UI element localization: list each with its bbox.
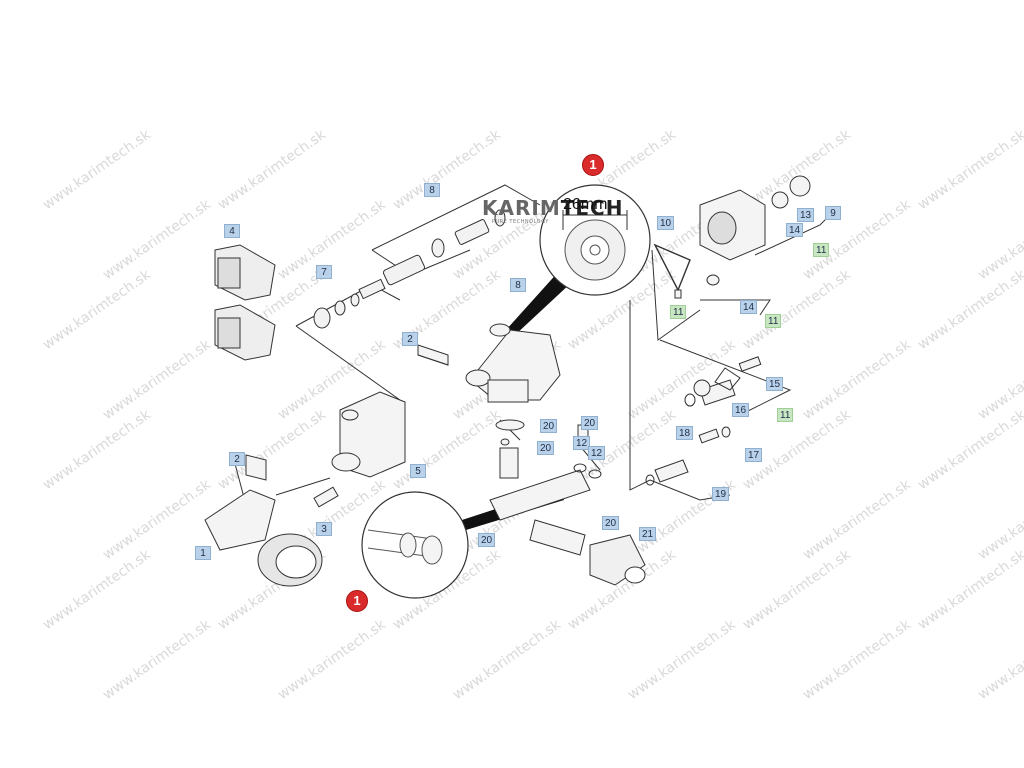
- measurement-label: 26mm: [563, 196, 608, 213]
- part-label-12[interactable]: 12: [573, 436, 591, 450]
- part-label-13[interactable]: 13: [797, 208, 815, 222]
- part-3-screw: [313, 486, 339, 508]
- central-housing: [465, 323, 561, 403]
- logo: KARIMTECH: [482, 196, 623, 220]
- callout-marker-bottom: 1: [346, 590, 368, 612]
- part-label-11[interactable]: 11: [765, 314, 782, 328]
- callout-marker-top: 1: [582, 154, 604, 176]
- part-21-coupling: [589, 534, 646, 586]
- part-label-20[interactable]: 20: [478, 533, 496, 547]
- parts-17-19: [645, 426, 731, 486]
- part-7-seals: [313, 278, 386, 329]
- part-1-body: [204, 489, 323, 587]
- part-label-14[interactable]: 14: [786, 223, 804, 237]
- part-label-14[interactable]: 14: [740, 300, 758, 314]
- part-label-17[interactable]: 17: [745, 448, 763, 462]
- pump-head: [699, 175, 811, 286]
- part-label-5[interactable]: 5: [410, 464, 426, 478]
- part-label-8[interactable]: 8: [424, 183, 440, 197]
- part-label-11[interactable]: 11: [670, 305, 687, 319]
- part-label-20[interactable]: 20: [537, 441, 555, 455]
- bracket-lines: [371, 184, 541, 251]
- part-label-20[interactable]: 20: [602, 516, 620, 530]
- logo-text-2: TECH: [560, 196, 624, 220]
- part-10-gasket: [653, 243, 691, 299]
- pipe-assembly: [489, 419, 591, 556]
- part-label-2[interactable]: 2: [229, 452, 245, 466]
- part-label-9[interactable]: 9: [825, 206, 841, 220]
- detail-pointer-top: [506, 270, 572, 336]
- parts-15-16: [684, 356, 762, 407]
- part-label-11[interactable]: 11: [813, 243, 830, 257]
- part-label-12[interactable]: 12: [588, 446, 606, 460]
- part-label-2[interactable]: 2: [402, 332, 418, 346]
- logo-tagline: PURE TECHNOLOGY: [492, 219, 549, 225]
- part-label-4[interactable]: 4: [224, 224, 240, 238]
- part-8-seals: [382, 209, 506, 286]
- part-label-20[interactable]: 20: [540, 419, 558, 433]
- part-label-11[interactable]: 11: [777, 408, 794, 422]
- part-label-8[interactable]: 8: [510, 278, 526, 292]
- logo-text-1: KARIM: [482, 196, 561, 220]
- part-label-16[interactable]: 16: [732, 403, 750, 417]
- detail-circle-bottom: [361, 491, 469, 599]
- part-2-clip: [245, 344, 449, 481]
- part-5-housing: [331, 391, 406, 478]
- part-label-19[interactable]: 19: [712, 487, 730, 501]
- part-label-3[interactable]: 3: [316, 522, 332, 536]
- part-label-15[interactable]: 15: [766, 377, 784, 391]
- part-label-18[interactable]: 18: [676, 426, 694, 440]
- part-label-10[interactable]: 10: [657, 216, 675, 230]
- detail-circle-top: [539, 184, 651, 296]
- part-label-1[interactable]: 1: [195, 546, 211, 560]
- part-label-20[interactable]: 20: [581, 416, 599, 430]
- part-4-clips: [214, 244, 276, 361]
- part-label-7[interactable]: 7: [316, 265, 332, 279]
- part-label-21[interactable]: 21: [639, 527, 657, 541]
